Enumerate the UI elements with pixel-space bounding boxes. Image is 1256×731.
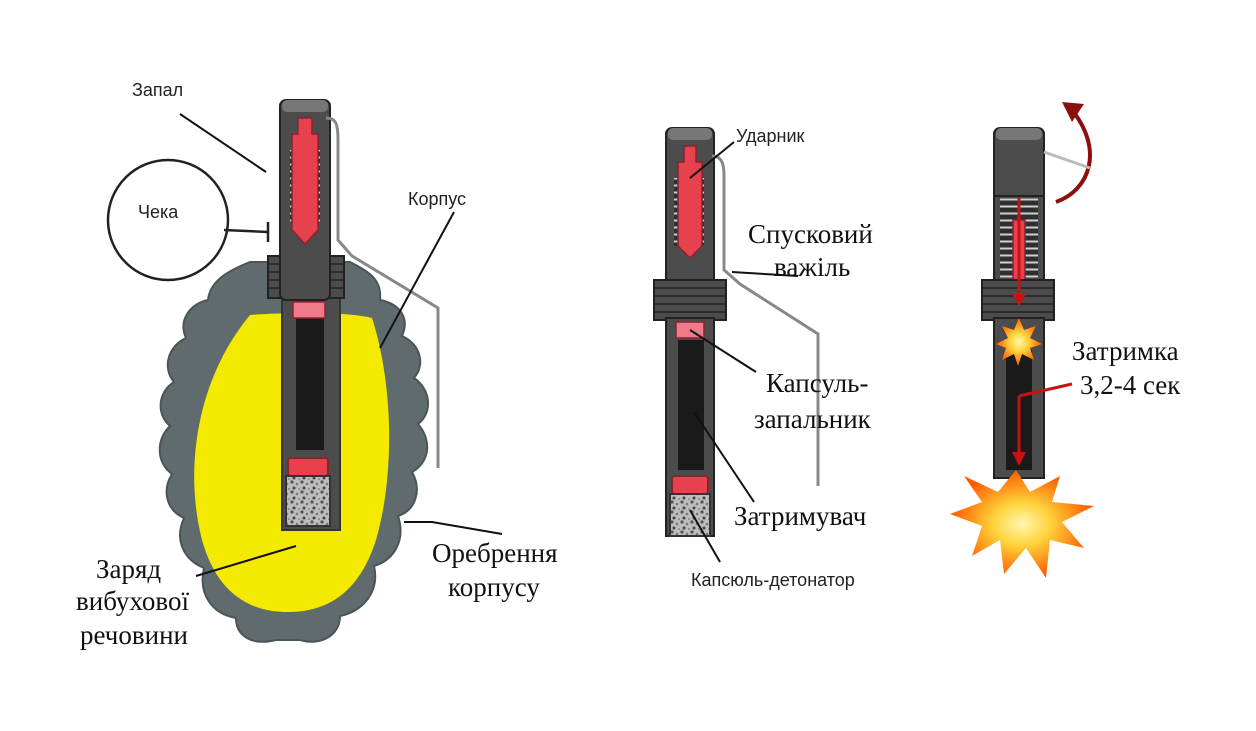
fuse-activated — [950, 102, 1094, 578]
pull-ring — [106, 158, 230, 282]
label-fuse: Запал — [132, 80, 183, 100]
detonator-gravel-full — [285, 475, 331, 527]
delay-column-full — [296, 318, 324, 450]
leader-lines — [179, 113, 1073, 577]
label-ribbing-1: Оребрення — [432, 538, 558, 568]
primer-full — [292, 301, 326, 319]
fuse-detail-detonator-cap — [671, 475, 709, 495]
detonator-cap-full — [287, 457, 329, 477]
label-ribbing-2: корпусу — [448, 572, 540, 602]
label-primer-2: запальник — [754, 404, 872, 434]
label-charge-2: вибухової — [76, 586, 189, 616]
label-detonator: Капсюль-детонатор — [691, 570, 855, 590]
label-striker: Ударник — [736, 126, 805, 146]
label-body: Корпус — [408, 189, 466, 209]
safety-lever-full — [325, 116, 440, 468]
label-charge-1: Заряд — [96, 554, 161, 584]
lever-release-arrow — [1055, 108, 1092, 204]
fuse-detail-lever — [711, 154, 820, 486]
label-lever-2: важіль — [774, 252, 850, 282]
label-delay-time-1: Затримка — [1072, 336, 1179, 366]
fuse-detail-collar — [653, 279, 727, 321]
label-charge-3: речовини — [80, 620, 188, 650]
fuse-detail-delay — [678, 340, 704, 470]
label-delay-element: Затримувач — [734, 501, 866, 531]
primer-flash — [996, 318, 1042, 366]
labels: Запал Чека Корпус Заряд вибухової речови… — [76, 80, 1181, 650]
detonation-burst — [950, 470, 1094, 578]
label-pin: Чека — [138, 202, 179, 222]
label-lever-1: Спусковий — [748, 219, 873, 249]
grenade-full — [106, 99, 440, 643]
label-primer-1: Капсуль- — [766, 368, 868, 398]
striker-full — [291, 117, 319, 246]
fuse-detail-detonator-gravel — [669, 493, 711, 537]
fuse-detail-striker — [677, 145, 703, 260]
delay-pointer — [1018, 382, 1073, 398]
label-delay-time-2: 3,2-4 сек — [1080, 370, 1181, 400]
